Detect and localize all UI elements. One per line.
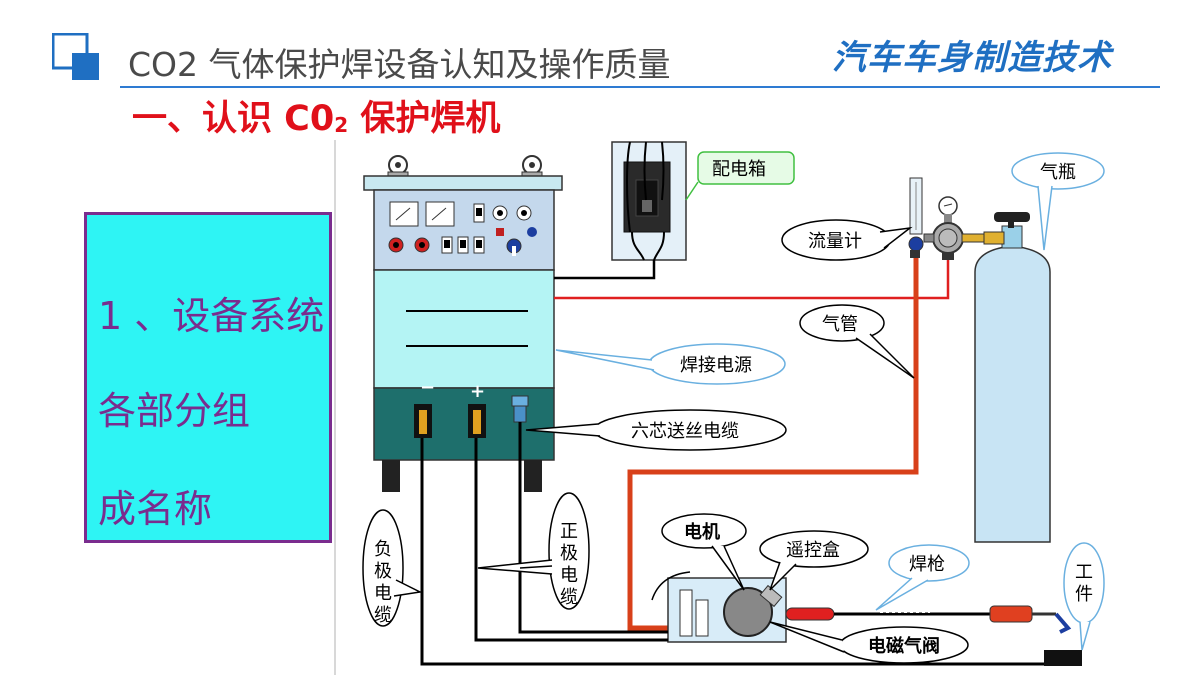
separator-line [334, 140, 336, 675]
callout-welding-gun [875, 544, 970, 611]
topic-panel [84, 212, 332, 543]
callout-distribution-box [685, 151, 795, 201]
label-workpiece-2: 件 [1075, 584, 1093, 605]
label-welding-gun: 焊枪 [909, 554, 945, 575]
callout-gas-pipe [799, 304, 915, 379]
callout-gas-cylinder [1011, 152, 1105, 251]
section-title-main: 一、认识 C0 [132, 99, 335, 139]
label-negative-cable-2: 极 [374, 561, 392, 582]
header-divider [120, 86, 1160, 88]
flowmeter-regulator [908, 177, 1005, 260]
callout-flowmeter [781, 219, 913, 261]
label-remote-box: 遥控盒 [786, 540, 840, 561]
distribution-box [611, 141, 687, 261]
panel-line-1: 1 、设备系统 [98, 294, 325, 338]
label-negative-cable-4: 缆 [374, 605, 392, 626]
page-header-title: CO2 气体保护焊设备认知及操作质量 [128, 45, 671, 84]
section-title: 一、认识 C02 保护焊机 [132, 90, 500, 141]
callout-workpiece [1063, 542, 1105, 651]
callout-positive-cable [477, 492, 590, 610]
callout-solenoid-valve [769, 621, 969, 664]
section-title-tail: 保护焊机 [348, 99, 501, 139]
callout-six-core-cable [525, 409, 787, 451]
label-welding-power: 焊接电源 [680, 355, 752, 376]
label-negative-cable-1: 负 [374, 539, 392, 560]
label-positive-cable-3: 电 [560, 565, 578, 586]
welding-torch [785, 605, 1072, 634]
label-positive-cable-2: 极 [560, 543, 578, 564]
callout-remote-box [759, 530, 869, 591]
plus-sign: + [470, 381, 485, 402]
wire-feeder [651, 571, 787, 643]
label-distribution-box: 配电箱 [712, 159, 766, 180]
label-gas-pipe: 气管 [822, 314, 858, 335]
logo-icon [52, 33, 99, 80]
label-motor: 电机 [684, 521, 720, 543]
minus-sign: − [420, 377, 435, 398]
label-flowmeter: 流量计 [808, 231, 862, 252]
panel-line-3: 成名称 [98, 487, 213, 531]
label-workpiece-1: 工 [1075, 562, 1093, 583]
panel-line-2: 各部分组 [98, 389, 251, 433]
label-positive-cable-1: 正 [560, 521, 578, 542]
section-title-sub: 2 [334, 113, 349, 137]
label-six-core-cable: 六芯送丝电缆 [631, 421, 739, 442]
label-positive-cable-4: 缆 [560, 587, 578, 608]
callout-negative-cable [362, 509, 423, 627]
callout-motor [661, 513, 747, 591]
label-gas-cylinder: 气瓶 [1040, 162, 1076, 183]
label-negative-cable-3: 电 [374, 583, 392, 604]
brand-title: 汽车车身制造技术 [832, 38, 1112, 78]
workpiece [1044, 650, 1082, 666]
welding-power-supply [363, 155, 563, 492]
label-solenoid-valve: 电磁气阀 [868, 635, 940, 657]
callout-welding-power [555, 343, 786, 385]
gas-cylinder [974, 212, 1051, 543]
